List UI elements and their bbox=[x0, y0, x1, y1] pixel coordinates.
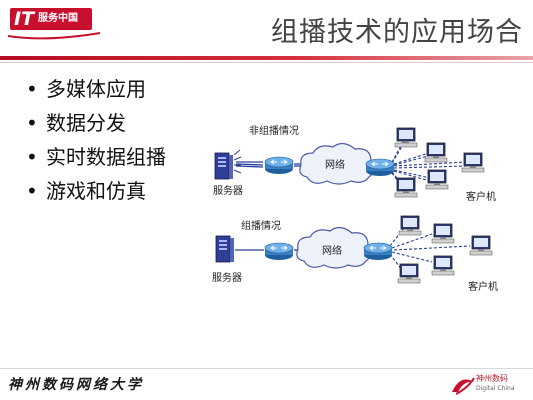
bullet-item: •数据分发 bbox=[26, 111, 126, 135]
bottom-router-left-icon bbox=[264, 242, 294, 261]
top-computer-icon bbox=[424, 142, 448, 163]
bullet-item: •实时数据组播 bbox=[26, 145, 166, 169]
bullet-text: 多媒体应用 bbox=[46, 77, 146, 101]
top-computer-icon bbox=[461, 152, 485, 173]
top-server-label: 服务器 bbox=[213, 184, 243, 197]
brand-logo-icon bbox=[452, 377, 475, 395]
logo-red-block bbox=[10, 8, 92, 30]
it-logo: IT 服务中国 bbox=[0, 0, 120, 48]
bullet-list: •多媒体应用 •数据分发 •实时数据组播 •游戏和仿真 bbox=[26, 72, 166, 208]
bottom-computer-icon bbox=[431, 255, 455, 276]
top-computer-icon bbox=[425, 169, 449, 190]
bottom-network-label: 网络 bbox=[322, 244, 342, 257]
bottom-computer-icon bbox=[431, 223, 455, 244]
bottom-case-label: 组播情况 bbox=[241, 219, 281, 232]
bullet-text: 游戏和仿真 bbox=[46, 179, 146, 203]
bullet-text: 数据分发 bbox=[46, 111, 126, 135]
bullet-item: •游戏和仿真 bbox=[26, 179, 146, 203]
header-divider bbox=[0, 56, 533, 60]
page-title: 组播技术的应用场合 bbox=[271, 17, 523, 48]
title-band: 组播技术的应用场合 bbox=[120, 0, 533, 54]
footer-brand-en: Digital China bbox=[476, 385, 515, 392]
logo-it-text: IT bbox=[14, 8, 35, 30]
logo-service-text: 服务中国 bbox=[38, 13, 78, 24]
bottom-router-right-icon bbox=[363, 242, 393, 261]
bottom-server-label: 服务器 bbox=[212, 271, 242, 284]
top-computer-icon bbox=[394, 177, 418, 198]
top-network-label: 网络 bbox=[325, 158, 345, 171]
bottom-computer-icon bbox=[469, 235, 493, 256]
bottom-clients-label: 客户机 bbox=[468, 280, 498, 293]
top-server-icon bbox=[214, 149, 242, 180]
logo-swoosh-icon bbox=[7, 32, 101, 40]
top-case-label: 非组播情况 bbox=[249, 124, 299, 137]
header-divider-thin bbox=[0, 62, 533, 63]
footer-divider bbox=[0, 368, 533, 369]
top-computer-icon bbox=[394, 127, 418, 148]
bullet-text: 实时数据组播 bbox=[46, 145, 166, 169]
footer-brand: 神州数码 bbox=[476, 374, 508, 383]
footer-university: 神州数码网络大学 bbox=[8, 377, 144, 393]
top-router-left-icon bbox=[264, 156, 294, 175]
bottom-server-icon bbox=[215, 235, 235, 263]
bottom-computer-icon bbox=[398, 215, 422, 236]
top-router-right-icon bbox=[365, 158, 395, 177]
top-clients-label: 客户机 bbox=[466, 190, 496, 203]
bullet-item: •多媒体应用 bbox=[26, 77, 146, 101]
bottom-computer-icon bbox=[397, 263, 421, 284]
